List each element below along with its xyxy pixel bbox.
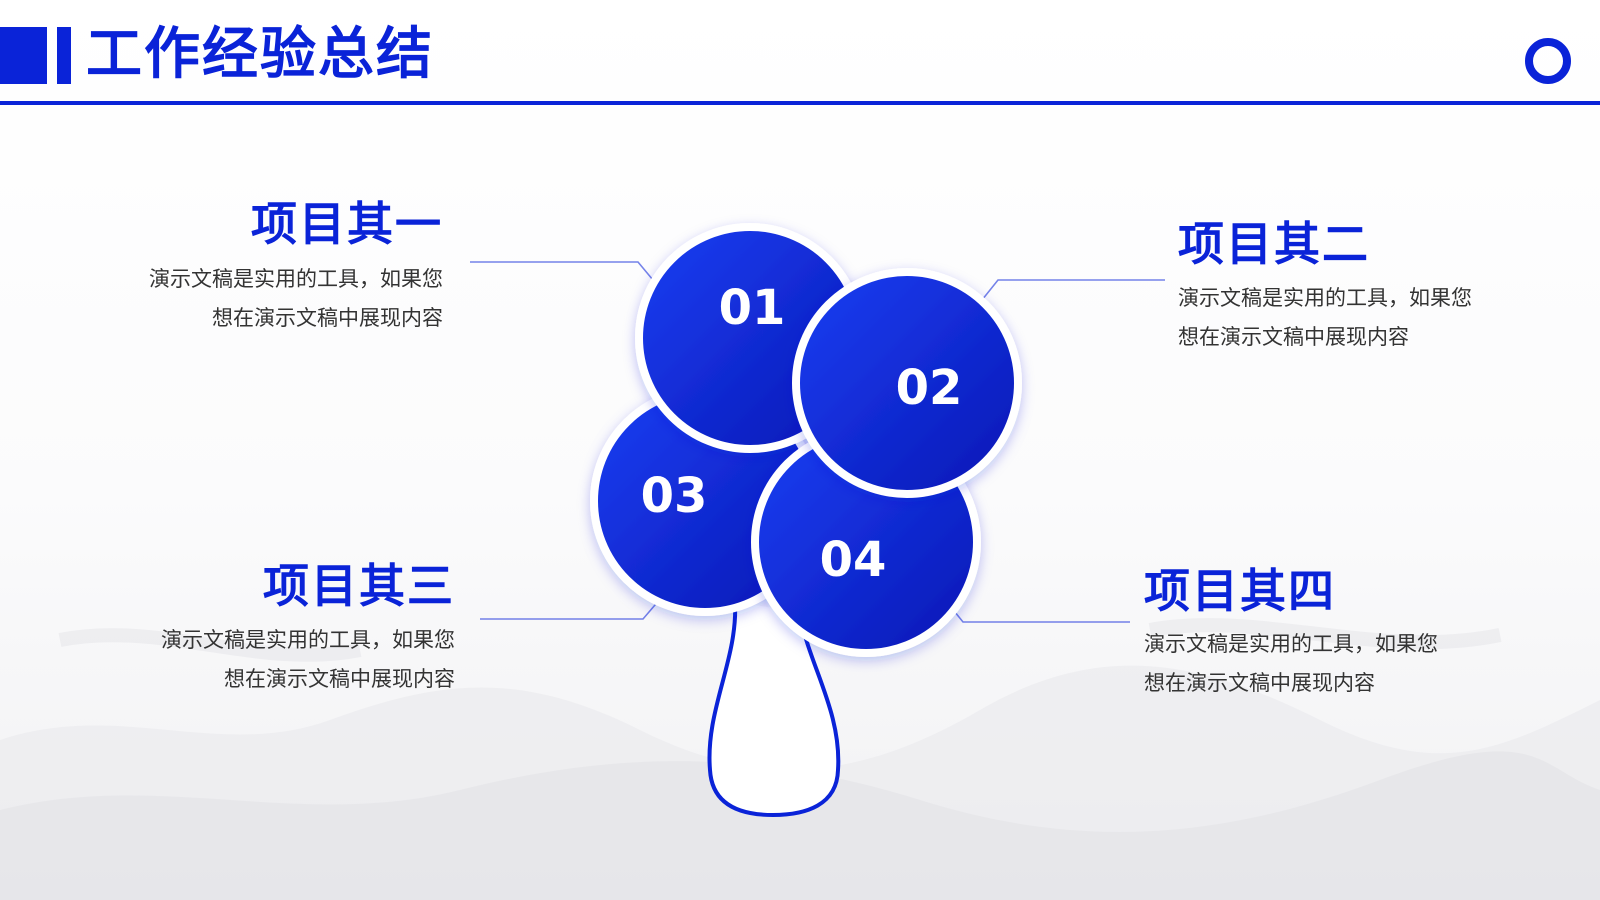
circle-number-02: 02 bbox=[896, 360, 963, 416]
item-desc-04-line2: 想在演示文稿中展现内容 bbox=[1144, 671, 1375, 695]
header-accent-bar bbox=[57, 27, 71, 84]
item-desc-01-line2: 想在演示文稿中展现内容 bbox=[212, 306, 443, 330]
circle-number-03: 03 bbox=[641, 468, 708, 524]
item-desc-03-line1: 演示文稿是实用的工具，如果您 bbox=[161, 628, 455, 652]
circle-02 bbox=[792, 268, 1022, 498]
item-title-04: 项目其四 bbox=[1144, 564, 1336, 618]
item-desc-03-line2: 想在演示文稿中展现内容 bbox=[224, 667, 455, 691]
circle-number-04: 04 bbox=[820, 532, 887, 588]
ring-icon bbox=[1525, 38, 1571, 84]
item-title-01: 项目其一 bbox=[251, 197, 443, 251]
item-desc-04-line1: 演示文稿是实用的工具，如果您 bbox=[1144, 632, 1438, 656]
header-accent-block bbox=[0, 27, 47, 84]
header-divider bbox=[0, 101, 1600, 105]
item-desc-02-line2: 想在演示文稿中展现内容 bbox=[1178, 325, 1409, 349]
item-title-03: 项目其三 bbox=[263, 559, 455, 613]
page-title: 工作经验总结 bbox=[86, 22, 434, 87]
circle-number-01: 01 bbox=[719, 280, 786, 336]
item-desc-02-line1: 演示文稿是实用的工具，如果您 bbox=[1178, 286, 1472, 310]
tree-trunk bbox=[707, 601, 841, 818]
item-title-02: 项目其二 bbox=[1178, 217, 1370, 271]
item-desc-01-line1: 演示文稿是实用的工具，如果您 bbox=[149, 267, 443, 291]
